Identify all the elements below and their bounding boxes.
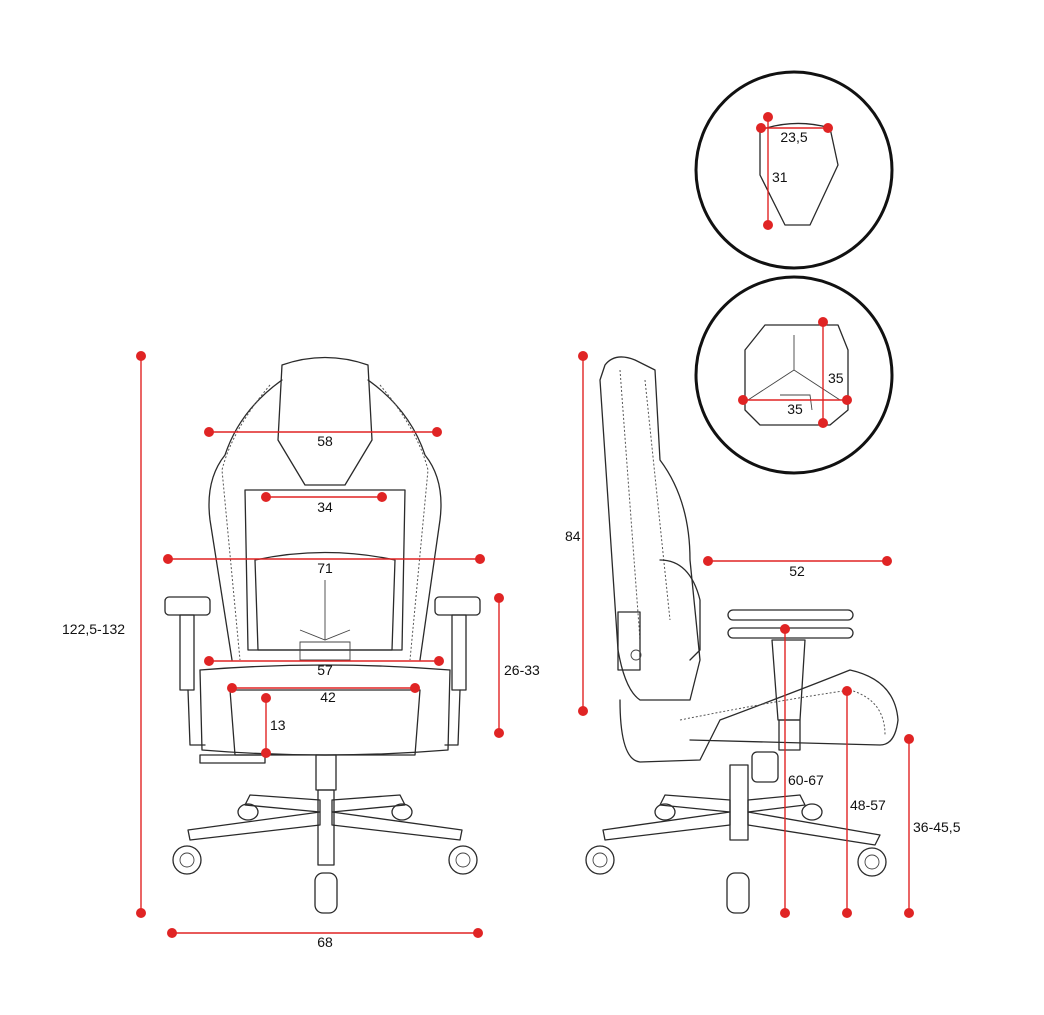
total-height-label: 122,5-132	[62, 621, 125, 637]
side-chair-drawing	[585, 356, 899, 914]
headrest-detail-height-label: 31	[772, 169, 788, 185]
seat-depth-label: 52	[789, 563, 805, 579]
seat-front-height-label: 48-57	[850, 797, 886, 813]
headrest-detail-width-label: 23,5	[780, 129, 807, 145]
backrest-height-label: 84	[565, 528, 581, 544]
seat-inner-width-label: 42	[320, 689, 336, 705]
lumbar-detail-height-label: 35	[828, 370, 844, 386]
armrest-floor-height-label: 60-67	[788, 772, 824, 788]
base-width-label: 68	[317, 934, 333, 950]
seat-cushion-height-label: 13	[270, 717, 286, 733]
lumbar-detail-width-label: 35	[787, 401, 803, 417]
headrest-width-label: 58	[317, 433, 333, 449]
dimension-lines	[136, 112, 914, 938]
lumbar-detail	[694, 275, 894, 475]
seat-outer-width-label: 57	[317, 662, 333, 678]
seat-floor-height-label: 36-45,5	[913, 819, 961, 835]
shoulder-width-label: 71	[317, 560, 333, 576]
armrest-height-label: 26-33	[504, 662, 540, 678]
backrest-inner-width-label: 34	[317, 499, 333, 515]
headrest-detail	[694, 70, 894, 270]
